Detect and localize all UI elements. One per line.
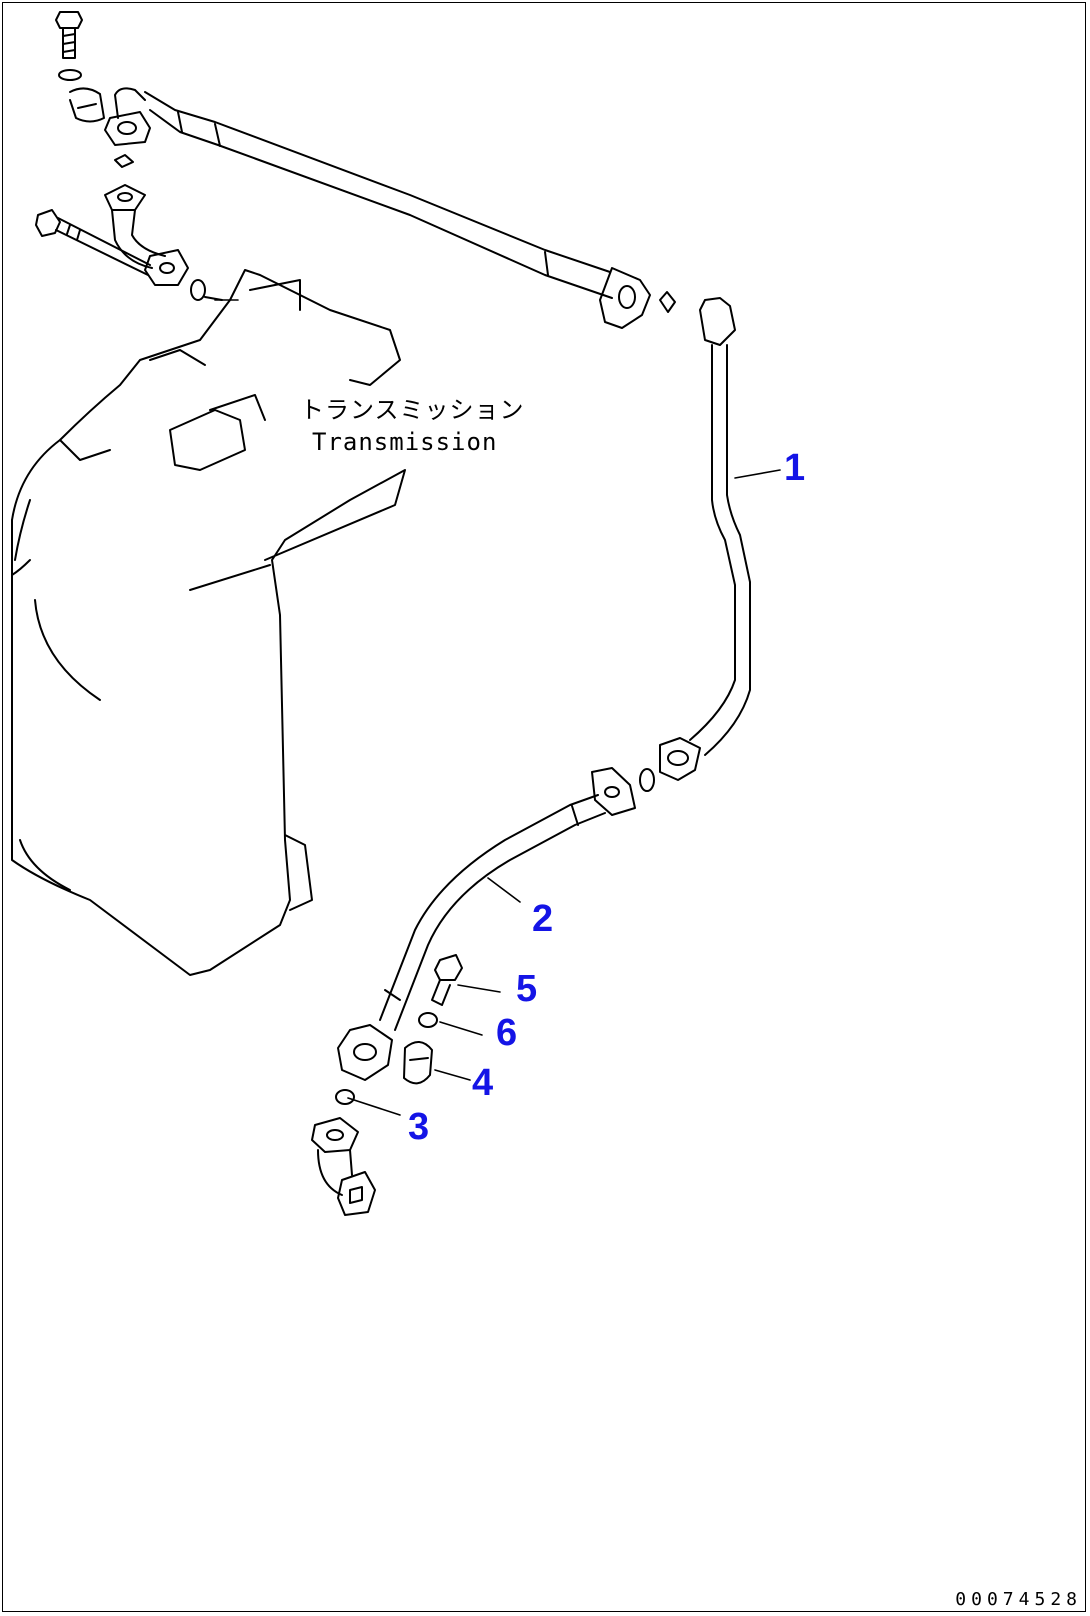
lower-fittings [311, 954, 463, 1216]
transmission-label-jp: トランスミッション [300, 396, 525, 424]
drawing-number: 00074528 [955, 1589, 1082, 1610]
leader-lines [214, 299, 781, 1116]
upper-left-fittings [35, 11, 223, 301]
transmission-label-en: Transmission [312, 428, 498, 456]
pipe-1 [639, 297, 751, 792]
callout-4: 4 [472, 1062, 494, 1104]
pipe-2 [337, 767, 636, 1081]
callout-5: 5 [516, 968, 538, 1010]
callout-2: 2 [532, 898, 554, 940]
upper-pipe [144, 91, 676, 329]
callout-6: 6 [496, 1012, 518, 1054]
callout-1: 1 [784, 447, 806, 489]
callout-3: 3 [408, 1106, 430, 1148]
transmission-housing [11, 269, 406, 976]
